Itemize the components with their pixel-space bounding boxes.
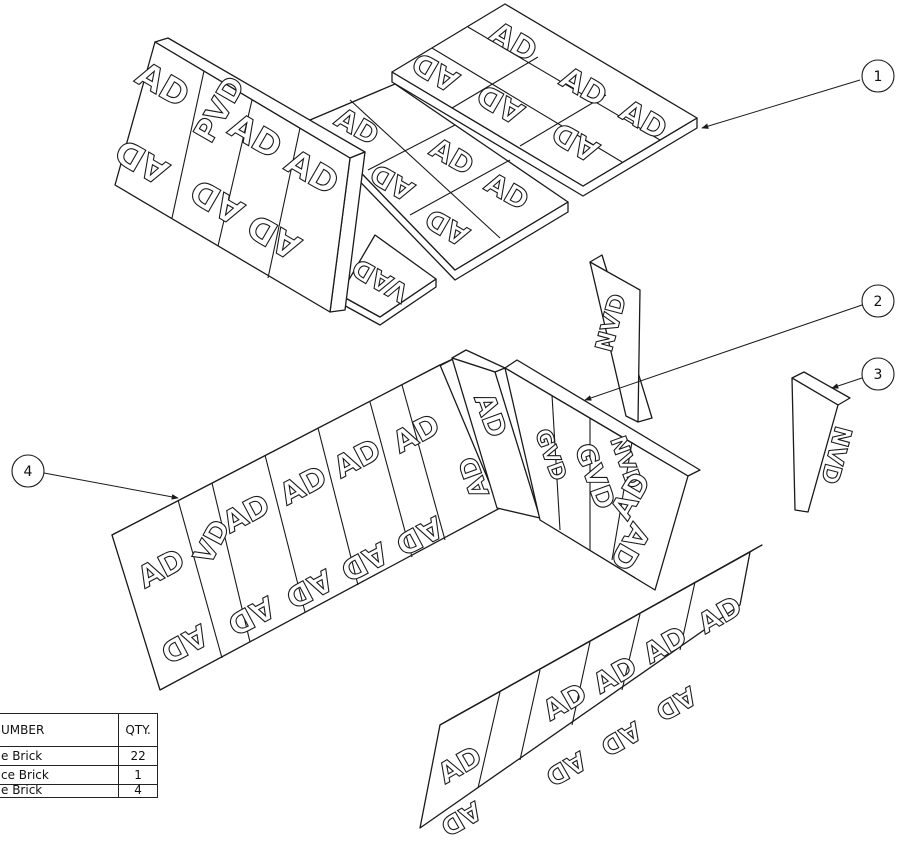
brick-label: AD: [540, 745, 591, 792]
balloon-1: 1: [701, 59, 895, 129]
bom-part-qty: 22: [118, 746, 158, 766]
balloon-number: 2: [874, 294, 883, 310]
tapered-brick-vertical: NVD: [589, 254, 653, 423]
balloon-4: 4: [11, 454, 179, 500]
bill-of-materials: UMBER QTY. e Brick 22 ce Brick 1 e Brick…: [0, 713, 188, 841]
bom-part-name: e Brick: [0, 746, 120, 766]
bom-part-qty: 1: [118, 765, 158, 785]
bom-header-qty: QTY.: [118, 713, 158, 747]
bom-row: ce Brick 1: [0, 765, 158, 785]
brick-label: AD: [650, 680, 701, 727]
bom-table: UMBER QTY. e Brick 22 ce Brick 1 e Brick…: [0, 713, 158, 798]
balloon-number: 1: [874, 69, 883, 85]
u-wall: AD VD AD AD AD AD AD AD AD AD AD AD AD G…: [111, 349, 701, 691]
balloon-number: 4: [24, 464, 33, 480]
tilted-wall: AD PVD AD AD AD AD AD: [108, 37, 366, 313]
brick-label: AD: [595, 715, 646, 762]
lower-small-brick: VAD: [339, 234, 437, 326]
bom-header-row: UMBER QTY.: [0, 713, 158, 747]
tapered-brick-part-3: NVD: [791, 371, 858, 513]
balloon-3: 3: [831, 357, 895, 391]
balloon-number: 3: [874, 367, 883, 383]
bom-row: e Brick 4: [0, 784, 158, 798]
bom-part-name: e Brick: [0, 784, 120, 798]
top-right-slab: AD AD AD AD AD AD: [391, 3, 698, 197]
bom-row: e Brick 22: [0, 746, 158, 766]
brick-label: AD: [453, 452, 495, 501]
bom-header-part-number: UMBER: [0, 713, 120, 747]
balloon-2: 2: [584, 284, 895, 401]
bottom-right-wall: AD AD AD AD AD AD AD AD AD: [419, 544, 763, 841]
bom-part-qty: 4: [118, 784, 158, 798]
bom-part-name: ce Brick: [0, 765, 120, 785]
